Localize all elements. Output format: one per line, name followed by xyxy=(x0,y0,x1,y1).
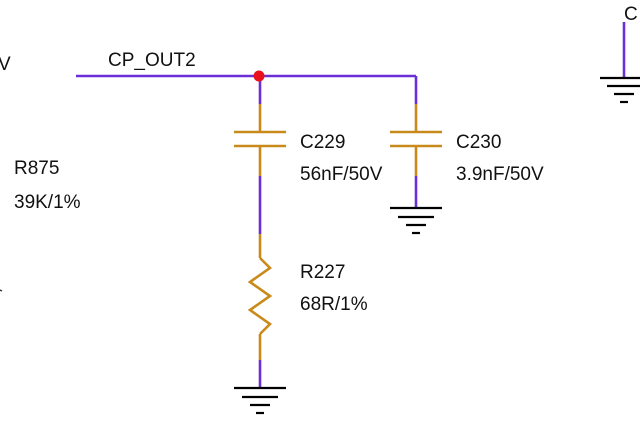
r227-ref: R227 xyxy=(300,262,345,283)
c230-ref: C230 xyxy=(456,132,501,153)
ground-symbol-c230 xyxy=(390,206,442,235)
c230-value: 3.9nF/50V xyxy=(456,164,544,185)
net-label-cp-out2: CP_OUT2 xyxy=(108,50,196,71)
c229-ref: C229 xyxy=(300,132,345,153)
c229-value: 56nF/50V xyxy=(300,164,383,185)
r227-value: 68R/1% xyxy=(300,294,368,315)
capacitor-c230[interactable] xyxy=(390,104,442,176)
edge-fragment xyxy=(0,289,3,292)
r875-value: 39K/1% xyxy=(14,192,81,213)
ground-symbol-top-right xyxy=(600,22,640,104)
edge-label-c: C xyxy=(624,4,638,25)
resistor-r227[interactable] xyxy=(247,234,273,360)
r875-ref: R875 xyxy=(14,158,59,179)
capacitor-c229[interactable] xyxy=(234,104,286,176)
edge-label-v: V xyxy=(0,54,11,75)
junction-dot xyxy=(253,70,265,82)
ground-symbol-r227 xyxy=(234,386,286,415)
